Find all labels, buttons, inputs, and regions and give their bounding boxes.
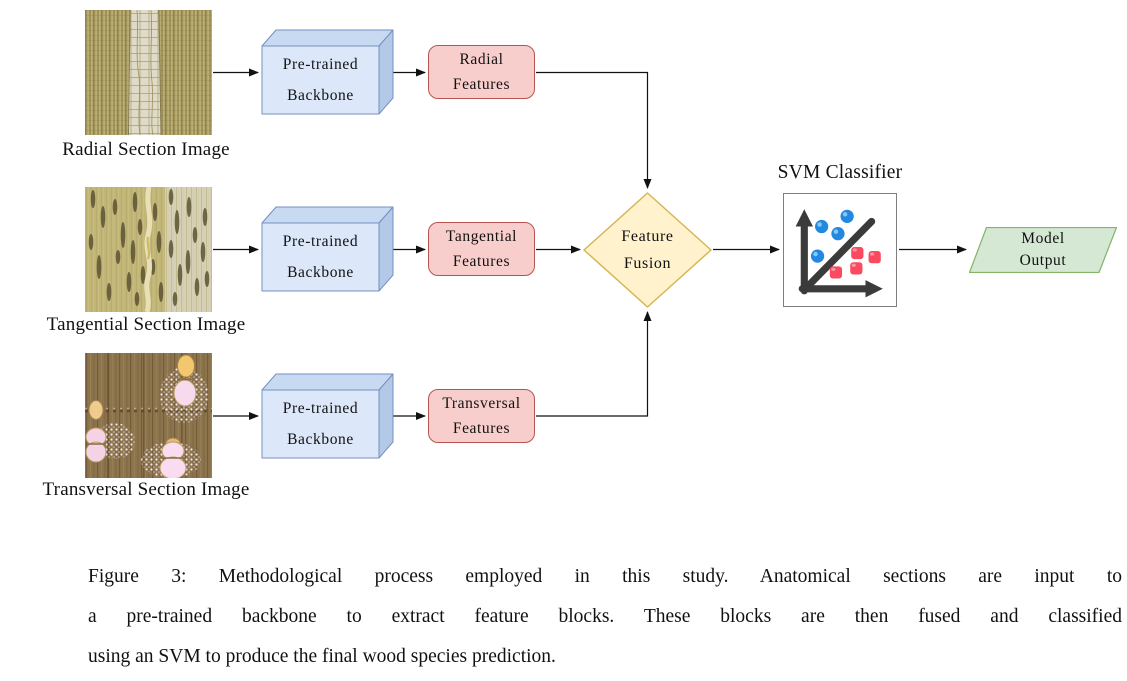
- svm-classifier-label: SVM Classifier: [777, 162, 903, 183]
- tangential-section-image: [85, 187, 212, 312]
- tangential-features-box: Tangential Features: [428, 222, 535, 276]
- pretrained-backbone-box-transversal: Pre-trained Backbone: [261, 373, 394, 459]
- diamond-shape: [583, 192, 712, 308]
- backbone-label-line2: Backbone: [287, 87, 354, 104]
- radial-section-image: [85, 10, 212, 135]
- backbone-3d-shape: [261, 29, 394, 115]
- features-label-line1: Transversal: [442, 395, 521, 412]
- transversal-section-label: Transversal Section Image: [42, 479, 250, 500]
- pretrained-backbone-box-tangential: Pre-trained Backbone: [261, 206, 394, 292]
- backbone-label-line2: Backbone: [287, 264, 354, 281]
- transversal-features-box: Transversal Features: [428, 389, 535, 443]
- radial-section-label: Radial Section Image: [62, 139, 230, 160]
- feature-fusion-diamond: Feature Fusion: [583, 192, 712, 308]
- fusion-label-line2: Fusion: [623, 255, 672, 272]
- radial-wood-texture: [85, 10, 212, 135]
- backbone-3d-shape: [261, 206, 394, 292]
- tangential-section-label: Tangential Section Image: [46, 314, 246, 335]
- parallelogram-shape: [968, 226, 1118, 274]
- transversal-wood-texture: [85, 353, 212, 478]
- transversal-section-image: [85, 353, 212, 478]
- backbone-label-line2: Backbone: [287, 431, 354, 448]
- tangential-wood-texture: [85, 187, 212, 312]
- features-label-line1: Radial: [459, 51, 504, 68]
- figure-caption: Figure 3: Methodological process employe…: [88, 557, 1122, 677]
- svm-classifier-box: [783, 193, 897, 307]
- caption-line-2: a pre-trained backbone to extract featur…: [88, 606, 1122, 627]
- backbone-label-line1: Pre-trained: [282, 233, 359, 250]
- features-label-line2: Features: [452, 253, 511, 270]
- backbone-3d-shape: [261, 373, 394, 459]
- backbone-label-line1: Pre-trained: [282, 56, 359, 73]
- caption-line-1: Figure 3: Methodological process employe…: [88, 566, 1122, 587]
- pretrained-backbone-box-radial: Pre-trained Backbone: [261, 29, 394, 115]
- backbone-label-line1: Pre-trained: [282, 400, 359, 417]
- output-label-line1: Model: [1021, 230, 1065, 247]
- features-label-line2: Features: [452, 420, 511, 437]
- radial-features-box: Radial Features: [428, 45, 535, 99]
- features-label-line1: Tangential: [445, 228, 518, 245]
- fusion-label-line1: Feature: [621, 228, 674, 245]
- output-label-line2: Output: [1019, 252, 1067, 269]
- model-output-parallelogram: Model Output: [968, 226, 1118, 274]
- features-label-line2: Features: [452, 76, 511, 93]
- caption-line-3: using an SVM to produce the final wood s…: [88, 646, 556, 667]
- svm-scatter-icon: [795, 209, 883, 298]
